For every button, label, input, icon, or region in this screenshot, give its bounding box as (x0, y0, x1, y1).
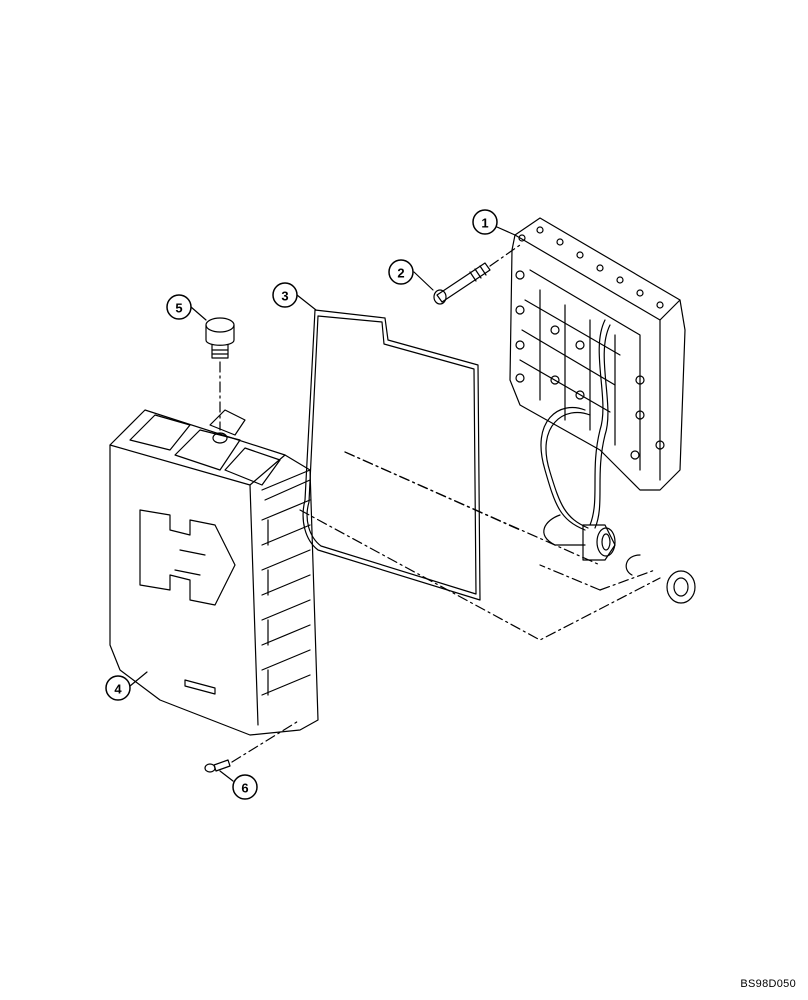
callout-3-label: 3 (281, 289, 288, 304)
cover-item-4 (109, 409, 319, 736)
callout-1 (472, 209, 498, 235)
callout-5 (166, 294, 192, 320)
callout-6-label: 6 (241, 781, 248, 796)
gasket-item-3 (302, 309, 481, 601)
callout-2-label: 2 (397, 266, 404, 281)
callout-6 (232, 774, 258, 800)
callout-2 (388, 259, 414, 285)
callout-3 (272, 282, 298, 308)
callout-4 (105, 675, 131, 701)
callout-4-label: 4 (114, 682, 122, 697)
plug-item-5 (205, 317, 235, 359)
control-valve-body (509, 217, 686, 576)
grommet (666, 570, 696, 604)
brand-logo (139, 509, 236, 606)
bolt-item-2 (433, 262, 491, 305)
screw-item-6 (204, 759, 231, 773)
callout-5-label: 5 (175, 301, 182, 316)
callout-1-label: 1 (481, 216, 488, 231)
drawing-reference: BS98D050 (740, 978, 796, 990)
